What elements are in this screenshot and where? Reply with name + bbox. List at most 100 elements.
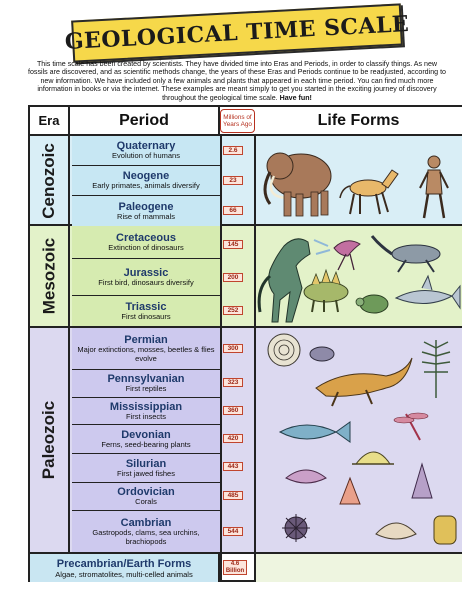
era-band-cenozoic: Cenozoic Quaternary Evolution of humans … [30,136,462,226]
era-band-mesozoic: Mesozoic Cretaceous Extinction of dinosa… [30,226,462,328]
period-desc: Major extinctions, mosses, beetles & fli… [77,345,215,363]
period-desc: First bird, dinosaurs diversify [98,277,194,287]
mya-tag: 4.6 Billion [223,560,247,575]
period-pennsylvanian: Pennsylvanian First reptiles [72,370,220,398]
era-label-cenozoic: Cenozoic [30,136,70,226]
era-name: Paleozoic [39,400,59,480]
era-name: Mesozoic [39,237,58,315]
plesiosaur-icon [370,235,441,273]
ammonite-icon [267,333,301,367]
header-mya: Millions of Years Ago [220,109,255,133]
paleozoic-life-forms [267,333,457,545]
archaeopteryx-icon [313,239,361,271]
trilobite-icon [309,346,335,362]
mya-tag: 360 [223,406,243,415]
stromatolite-icon [433,515,457,545]
mya-tag: 2.6 [223,146,243,155]
period-desc: Corals [135,497,157,507]
period-name: Paleogene [118,200,174,213]
period-triassic: Triassic First dinosaurs [72,296,220,326]
period-desc: First reptiles [125,384,167,394]
shark-icon [394,274,461,310]
mya-tag: 443 [223,462,243,471]
period-desc: Extinction of dinosaurs [108,242,184,252]
mammoth-icon [263,152,332,217]
period-devonian: Devonian Ferns, seed-bearing plants [72,425,220,454]
period-neogene: Neogene Early primates, animals diversif… [72,166,220,196]
horse-icon [339,169,399,215]
stegosaurus-icon [303,268,349,313]
period-desc: Early primates, animals diversify [92,181,200,191]
period-desc: Ferns, seed-bearing plants [101,439,191,449]
period-jurassic: Jurassic First bird, dinosaurs diversify [72,259,220,296]
cenozoic-life-forms [263,152,449,219]
human-icon [419,155,449,219]
time-scale-table: Era Period Millions of Years Ago Life Fo… [28,105,462,582]
period-paleogene: Paleogene Rise of mammals [72,196,220,226]
period-desc: Rise of mammals [117,211,175,221]
mya-tag: 252 [223,306,243,315]
period-cretaceous: Cretaceous Extinction of dinosaurs [72,226,220,259]
mya-tag: 23 [223,176,243,185]
intro-text: This time scale has been created by scie… [28,60,446,102]
period-name: Jurassic [123,266,169,279]
coral-icon [339,462,433,505]
era-name: Cenozoic [39,143,58,219]
period-desc: Gastropods, clams, sea urchins, brachiop… [92,528,200,546]
period-desc: First jawed fishes [117,468,175,478]
page-title: GEOLOGICAL TIME SCALE [64,10,410,56]
mya-tag: 300 [223,344,243,353]
header-era: Era [30,107,70,134]
period-cambrian: Cambrian Gastropods, clams, sea urchins,… [72,511,220,552]
header-divider [30,134,462,136]
brachiopod-icon [285,469,327,484]
mya-tag: 420 [223,434,243,443]
intro-emphasis: Have fun! [279,93,312,102]
period-name: Silurian [125,457,167,470]
era-label-mesozoic: Mesozoic [30,226,70,326]
dragonfly-icon [393,412,429,441]
period-silurian: Silurian First jawed fishes [72,454,220,483]
period-name: Cretaceous [116,231,176,244]
mya-tag: 485 [223,491,243,500]
header-period: Period [70,107,220,134]
period-name: Neogene [122,170,170,183]
precambrian-life-forms [256,554,462,582]
period-name: Triassic [125,300,167,313]
header-life-forms: Life Forms [255,107,462,134]
turtle-icon [355,294,389,314]
period-name: Precambrian/Earth Forms [56,557,192,570]
period-desc: Algae, stromatolites, multi-celled anima… [55,569,193,579]
period-name: Mississippian [109,400,183,413]
mya-tag: 200 [223,273,243,282]
period-name: Ordovician [117,486,175,499]
fish-icon [278,421,351,443]
mesozoic-life-forms [257,235,461,323]
fern-icon [421,340,451,398]
period-desc: First dinosaurs [121,311,171,321]
mya-tag: 544 [223,527,243,536]
period-name: Devonian [121,428,171,441]
period-name: Pennsylvanian [107,373,185,386]
period-name: Quaternary [116,140,176,153]
period-divider [220,136,222,582]
t-rex-icon [257,238,311,323]
life-divider [254,136,256,582]
era-band-paleozoic: Paleozoic Permian Major extinctions, mos… [30,328,462,554]
intro-paragraph: This time scale has been created by scie… [28,60,446,102]
period-desc: Evolution of humans [112,151,180,161]
period-permian: Permian Major extinctions, mosses, beetl… [72,328,220,370]
period-name: Cambrian [120,517,172,530]
mya-tag: 66 [223,206,243,215]
period-quaternary: Quaternary Evolution of humans [72,136,220,166]
period-ordovician: Ordovician Corals [72,483,220,511]
mya-tag: 145 [223,240,243,249]
title-banner: GEOLOGICAL TIME SCALE [64,3,410,63]
snail-icon [352,451,394,465]
mya-tag: 323 [223,378,243,387]
era-label-paleozoic: Paleozoic [30,328,70,552]
sea-urchin-icon [282,514,310,542]
period-name: Permian [124,334,168,347]
amphibian-icon [315,357,413,407]
